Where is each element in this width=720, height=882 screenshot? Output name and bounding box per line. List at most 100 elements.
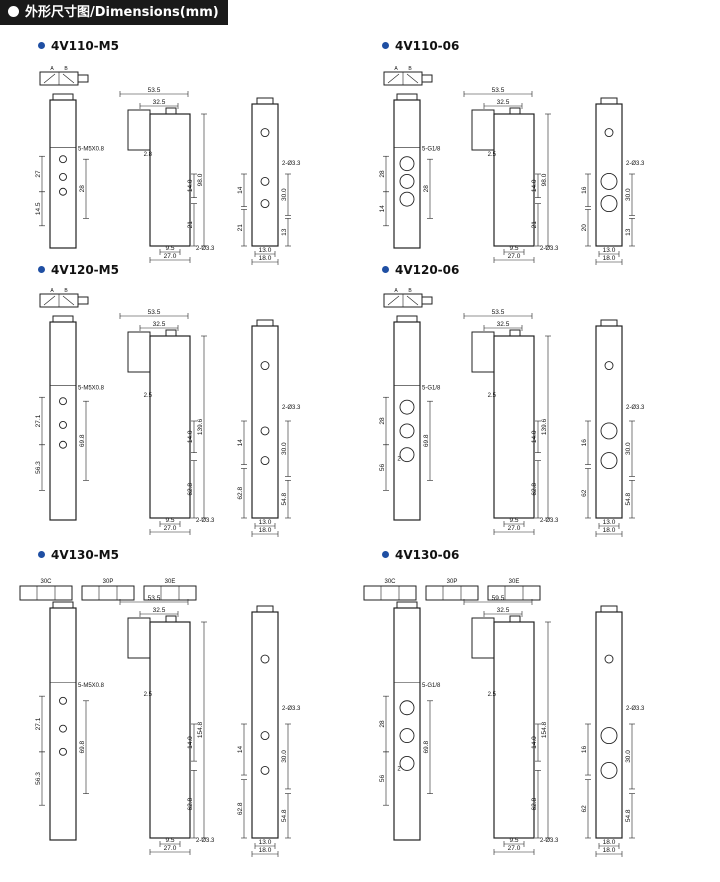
- side-mount-hole-label: 2-Ø3.3: [196, 838, 215, 844]
- end-dim-v1-label: 16: [581, 186, 588, 194]
- side-view-body: [149, 113, 191, 247]
- port-hole: [399, 173, 415, 189]
- end-dim-v3-label: 30.0: [625, 188, 632, 201]
- side-dim-c2-label: 14.0: [531, 736, 538, 749]
- end-view-cap: [600, 605, 618, 613]
- front-view-body: [49, 99, 77, 249]
- side-dim-width-label: 53.5: [148, 595, 161, 602]
- coil-connector: [127, 109, 151, 151]
- end-view-body: [595, 611, 623, 839]
- front-view-cap: [52, 93, 74, 101]
- end-dim-v2-label: 62: [581, 805, 588, 813]
- side-view-body: [149, 621, 191, 839]
- end-dim-v3-label: 30.0: [281, 442, 288, 455]
- model-title-4v110-06: 4V110-06: [382, 39, 459, 53]
- end-dim-b1-label: 13.0: [603, 519, 616, 526]
- side-dim-foot-label: 27.0: [508, 845, 521, 852]
- solenoid-symbol: [77, 296, 89, 305]
- end-dim-b2-label: 18.0: [603, 847, 616, 854]
- valve-symbol-box: [487, 585, 541, 601]
- front-view-body: [49, 321, 77, 521]
- end-view-screw: [260, 361, 270, 371]
- end-dim-v3-label: 30.0: [625, 442, 632, 455]
- bullet-icon: [382, 266, 389, 273]
- side-dim-c3-label: 21: [187, 221, 194, 229]
- front-dim-upper-label: 28: [379, 417, 386, 425]
- side-dim-height-label: 98.0: [541, 173, 548, 186]
- valve-symbol-box: [363, 585, 417, 601]
- side-view-body: [493, 621, 535, 839]
- front-view-cap: [52, 601, 74, 609]
- front-port-label: 5-G1/8: [422, 385, 441, 391]
- front-dim-pitch-label: 28: [423, 185, 430, 193]
- side-dim-body-label: 32.5: [153, 607, 166, 614]
- valve-symbol-box: [81, 585, 135, 601]
- front-dim-pitch-label: 69.8: [423, 434, 430, 447]
- front-dim-lower-label: 56: [379, 464, 386, 472]
- side-view-cap: [509, 615, 521, 623]
- side-dim-bottom-label: 9.5: [165, 837, 174, 844]
- flow-arrow: [62, 295, 75, 306]
- end-view-port: [600, 761, 618, 779]
- side-dim-body-label: 32.5: [153, 321, 166, 328]
- solenoid-symbol: [77, 74, 89, 83]
- side-dim-c2-label: 14.0: [531, 179, 538, 192]
- solenoid-symbol: [421, 74, 433, 83]
- coil-connector: [127, 617, 151, 659]
- front-view-body: [393, 607, 421, 841]
- front-dim-pitch-label: 69.8: [423, 740, 430, 753]
- port-hole: [59, 155, 67, 164]
- end-view-body: [595, 103, 623, 247]
- end-view-cap: [600, 319, 618, 327]
- end-dim-v1-label: 14: [237, 746, 244, 754]
- symbol-port-a: A: [394, 66, 398, 72]
- side-dim-width-label: 53.5: [492, 87, 505, 94]
- end-dim-v3-label: 30.0: [625, 750, 632, 763]
- front-dim-lower-label: 56.3: [35, 461, 42, 474]
- end-dim-v4-label: 54.8: [281, 492, 288, 505]
- flow-arrow: [43, 73, 56, 84]
- side-dim-bottom-label: 9.5: [165, 517, 174, 524]
- model-title-4v130-06: 4V130-06: [382, 548, 459, 562]
- symbol-port-b: B: [64, 66, 68, 72]
- end-view-screw: [604, 654, 614, 664]
- coil-connector: [471, 109, 495, 151]
- end-dim-v1-label: 16: [581, 439, 588, 447]
- symbol-port-a: A: [50, 66, 54, 72]
- side-view-body: [493, 335, 535, 519]
- flow-arrow: [387, 73, 400, 84]
- side-view-cap: [165, 615, 177, 623]
- flow-arrow: [406, 73, 419, 84]
- symbol-port-b: B: [408, 288, 412, 294]
- port-hole: [399, 700, 415, 716]
- end-view-cap: [256, 605, 274, 613]
- solenoid-symbol: [421, 296, 433, 305]
- symbol-label-30e: 30E: [509, 579, 520, 585]
- bullet-icon: [38, 266, 45, 273]
- end-dim-v1-label: 14: [237, 439, 244, 447]
- side-dim-body-label: 32.5: [497, 321, 510, 328]
- side-dim-width-label: 53.5: [148, 309, 161, 316]
- front-view-cap: [52, 315, 74, 323]
- end-dim-v4-label: 13: [281, 228, 288, 236]
- end-dim-v4-label: 13: [625, 228, 632, 236]
- coil-connector: [471, 617, 495, 659]
- side-dim-foot-label: 27.0: [508, 253, 521, 260]
- end-dim-v2-label: 62: [581, 489, 588, 497]
- end-view-screw: [604, 361, 614, 371]
- side-dim-bottom-label: 9.5: [509, 245, 518, 252]
- port-hole: [399, 191, 415, 207]
- port-hole: [59, 421, 67, 429]
- side-dim-foot-label: 27.0: [164, 525, 177, 532]
- symbol-port-b: B: [408, 66, 412, 72]
- flow-arrow: [406, 295, 419, 306]
- end-mount-hole-label: 2-Ø3.3: [282, 161, 301, 167]
- front-dim-pitch-label: 69.8: [79, 434, 86, 447]
- side-dim-c1: 2.5: [144, 393, 153, 399]
- side-mount-hole-label: 2-Ø3.3: [540, 246, 559, 252]
- port-hole: [399, 399, 415, 415]
- side-dim-body-label: 32.5: [497, 607, 510, 614]
- front-port-label: 5-G1/8: [422, 146, 441, 152]
- model-title-4v130-m5: 4V130-M5: [38, 548, 119, 562]
